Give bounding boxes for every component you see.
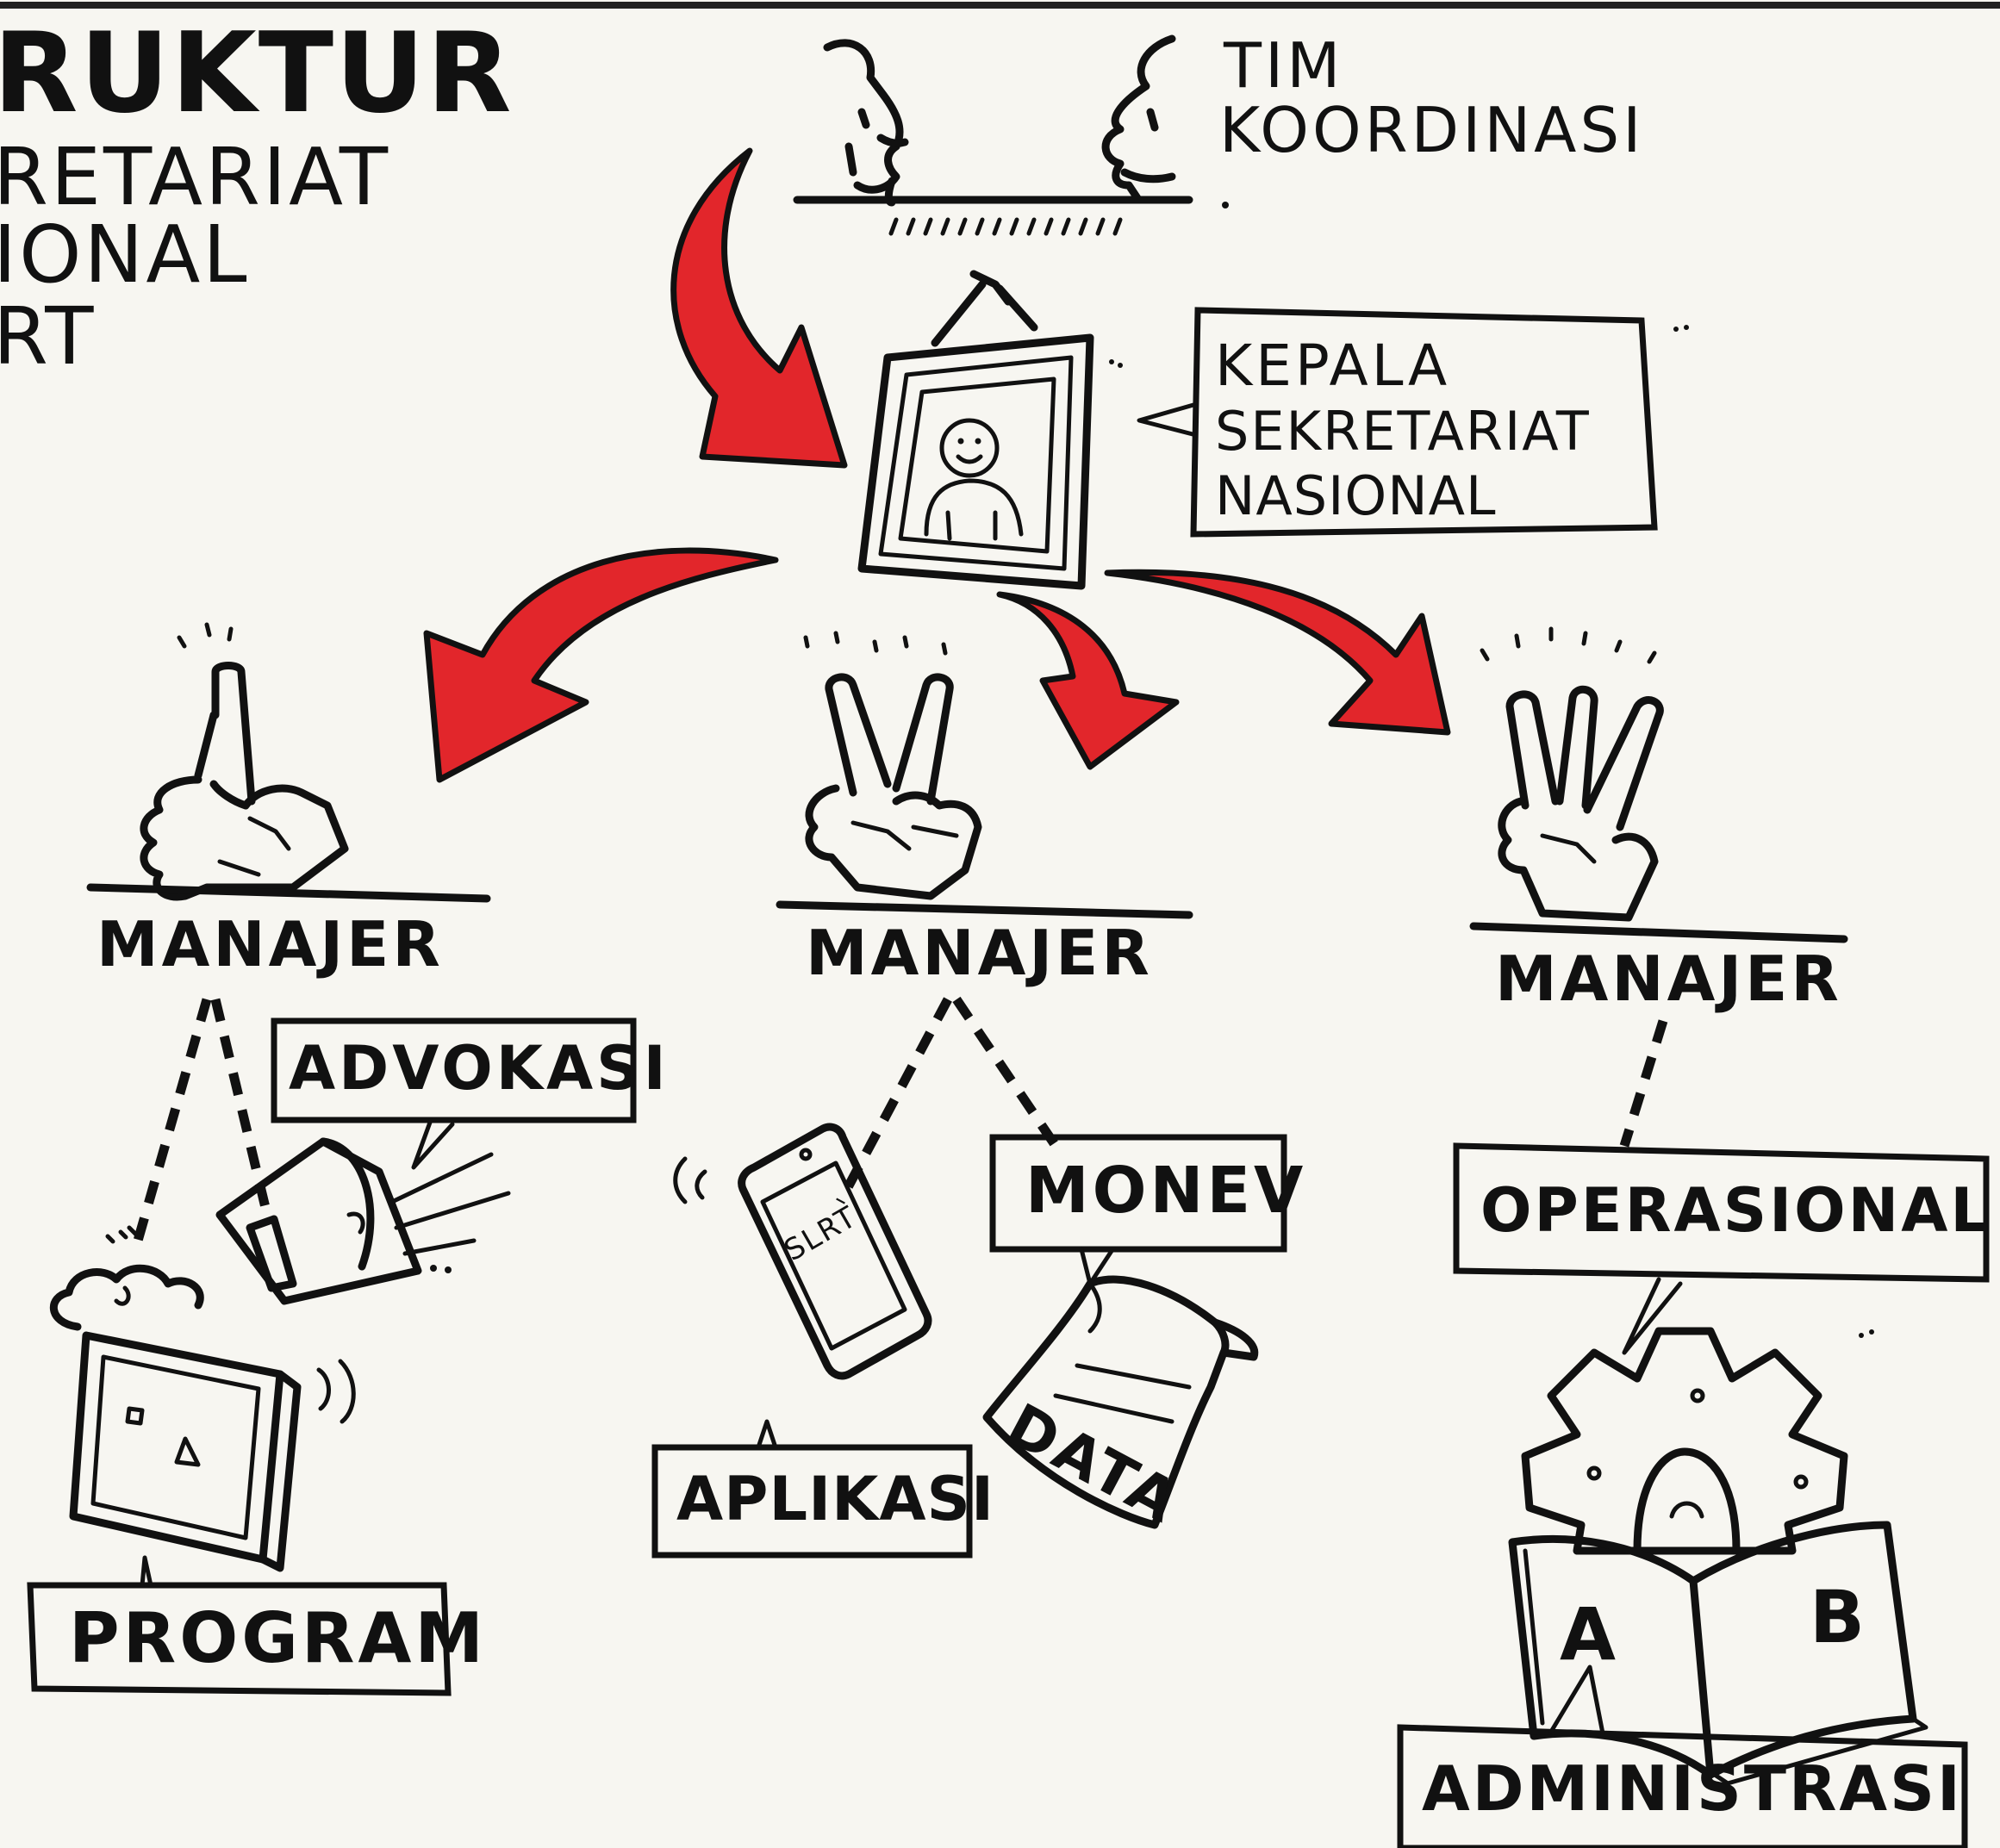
tim-koordinasi-icon	[793, 34, 1229, 236]
arrow-kepala-to-manajer-3	[1104, 569, 1451, 736]
connector-manajer-2	[836, 996, 1060, 1204]
program-box	[27, 1555, 452, 1696]
operasional-box	[1453, 1142, 1990, 1355]
title-line-1: RUKTUR	[0, 9, 514, 138]
connector-manajer-1	[133, 998, 272, 1242]
phone-icon	[673, 1123, 932, 1380]
kepala-label-box	[1137, 307, 1689, 538]
monev-label: MONEV	[1025, 1154, 1307, 1228]
manajer-3-label: MANAJER	[1495, 943, 1842, 1015]
manajer-3-hand-icon	[1469, 626, 1848, 943]
title-line-2: RETARIAT	[0, 131, 391, 223]
gear-icon	[1521, 1327, 1874, 1555]
title-line-3: IONAL	[0, 208, 250, 301]
connector-manajer-3	[1619, 1019, 1668, 1148]
program-label: PROGRAM	[69, 1598, 488, 1678]
billboard-icon	[69, 1331, 356, 1572]
administrasi-label: ADMINISTRASI	[1422, 1752, 1963, 1825]
arrow-tim-to-kepala	[670, 147, 848, 469]
kepala-portrait-icon	[857, 270, 1123, 590]
administrasi-box	[1397, 1664, 1968, 1848]
kepala-label-line-1: KEPALA	[1215, 333, 1451, 399]
cloud-icon	[50, 1229, 204, 1331]
arrow-kepala-to-data	[996, 591, 1180, 770]
manajer-1-hand-icon	[86, 622, 491, 903]
kepala-label-line-3: NASIONAL	[1215, 464, 1497, 527]
megaphone-icon	[215, 1137, 511, 1305]
kepala-label-line-2: SEKRETARIAT	[1215, 400, 1591, 463]
aplikasi-box	[651, 1419, 973, 1559]
operasional-label: OPERASIONAL	[1480, 1175, 1992, 1246]
decorative-dashes	[127, 1225, 140, 1239]
manajer-2-hand-icon	[776, 631, 1193, 919]
advokasi-box	[271, 1017, 637, 1170]
manajer-1-label: MANAJER	[97, 908, 444, 980]
book-letter-b: B	[1810, 1575, 1869, 1659]
advokasi-label: ADVOKASI	[289, 1033, 670, 1104]
tim-label-line-2: KOORDINASI	[1219, 94, 1645, 166]
arrow-kepala-to-manajer-1	[423, 547, 779, 783]
data-scroll-icon	[982, 1275, 1259, 1529]
tim-label-line-1: TIM	[1224, 29, 1344, 102]
manajer-2-label: MANAJER	[806, 917, 1153, 989]
title-line-4: RT	[0, 290, 97, 383]
book-letter-a: A	[1560, 1592, 1620, 1677]
aplikasi-label: APLIKASI	[676, 1464, 995, 1534]
